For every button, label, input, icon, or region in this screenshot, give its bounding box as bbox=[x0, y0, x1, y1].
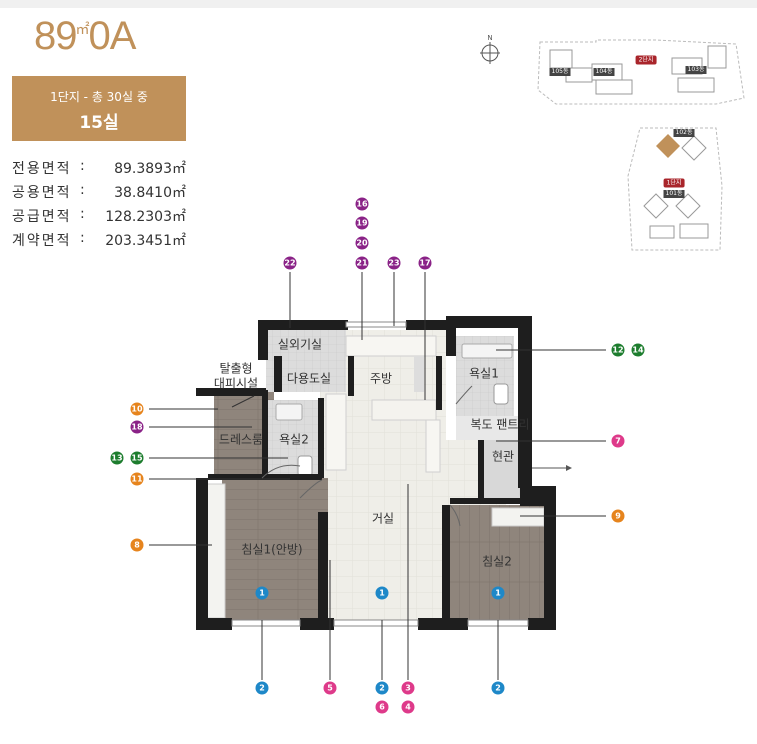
marker-17: 17 bbox=[418, 256, 432, 270]
marker-1-living: 1 bbox=[375, 586, 389, 600]
marker-20: 20 bbox=[355, 236, 369, 250]
room-bath1: 욕실1 bbox=[469, 366, 499, 381]
room-bedroom1: 침실1(안방) bbox=[241, 542, 303, 557]
area-label: 전용면적 bbox=[12, 161, 72, 177]
area-label: 공용면적 bbox=[12, 185, 72, 201]
room-pantry: 복도 팬트리 bbox=[470, 417, 530, 432]
complex2-label: 2단지 bbox=[635, 55, 657, 65]
compass-icon: N bbox=[480, 34, 500, 64]
site-map-complex1-outline bbox=[627, 127, 723, 251]
site-map-complex1: 102동 1단지 101동 bbox=[626, 126, 736, 260]
marker-3: 3 bbox=[401, 681, 415, 695]
marker-10: 10 bbox=[130, 402, 144, 416]
top-bar bbox=[0, 0, 757, 8]
area-sep: : bbox=[80, 158, 85, 174]
marker-13: 13 bbox=[110, 451, 124, 465]
area-table: 전용면적 : 89.3893㎡ 공용면적 : 38.8410㎡ 공급면적 : 1… bbox=[12, 158, 186, 254]
complex-info-box: 1단지 - 총 30실 중 15실 bbox=[12, 76, 186, 141]
leader-lines bbox=[149, 272, 606, 680]
marker-11: 11 bbox=[130, 472, 144, 486]
marker-16: 16 bbox=[355, 197, 369, 211]
site-map-complex2: 105동 104동 103동 2단지 bbox=[536, 38, 746, 112]
bldg-101-label: 101동 bbox=[663, 190, 685, 198]
area-value: 203.3451㎡ bbox=[105, 233, 186, 249]
area-row-exclusive: 전용면적 : 89.3893㎡ bbox=[12, 158, 186, 182]
marker-2-c: 2 bbox=[491, 681, 505, 695]
entrance-floor bbox=[484, 440, 520, 498]
type-unit: ㎡ bbox=[75, 21, 90, 37]
unit-type-title: 89㎡0A bbox=[34, 14, 137, 58]
room-evac-line1: 탈출형 bbox=[219, 361, 253, 376]
area-sep: : bbox=[80, 206, 85, 222]
room-evac-line2: 대피시설 bbox=[213, 376, 259, 391]
room-bath2: 욕실2 bbox=[279, 432, 309, 447]
area-sep: : bbox=[80, 182, 85, 198]
marker-9: 9 bbox=[611, 509, 625, 523]
marker-15: 15 bbox=[130, 451, 144, 465]
marker-1-bedroom2: 1 bbox=[491, 586, 505, 600]
marker-18: 18 bbox=[130, 420, 144, 434]
area-row-common: 공용면적 : 38.8410㎡ bbox=[12, 182, 186, 206]
marker-12: 12 bbox=[611, 343, 625, 357]
room-utility: 다용도실 bbox=[286, 371, 332, 386]
type-suffix: 0A bbox=[88, 14, 137, 58]
marker-8: 8 bbox=[130, 538, 144, 552]
complex-info: 1단지 - 총 30실 중 bbox=[50, 90, 148, 104]
room-dressroom: 드레스룸 bbox=[218, 432, 264, 447]
bedroom1-floor bbox=[222, 478, 328, 622]
marker-2-b: 2 bbox=[375, 681, 389, 695]
marker-22: 22 bbox=[283, 256, 297, 270]
bldg-104-label: 104동 bbox=[593, 68, 615, 76]
area-row-supply: 공급면적 : 128.2303㎡ bbox=[12, 206, 186, 230]
unit-count: 15실 bbox=[79, 113, 119, 133]
marker-6: 6 bbox=[375, 700, 389, 714]
area-value: 128.2303㎡ bbox=[105, 209, 186, 225]
area-label: 계약면적 bbox=[12, 233, 72, 249]
room-kitchen: 주방 bbox=[369, 371, 393, 386]
marker-19: 19 bbox=[355, 216, 369, 230]
room-living: 거실 bbox=[371, 511, 395, 526]
bldg-103-label: 103동 bbox=[685, 66, 707, 74]
marker-1-bedroom1: 1 bbox=[255, 586, 269, 600]
north-label: N bbox=[487, 34, 492, 42]
area-value: 89.3893㎡ bbox=[114, 161, 186, 177]
marker-23: 23 bbox=[387, 256, 401, 270]
area-value: 38.8410㎡ bbox=[114, 185, 186, 201]
bldg-105-label: 105동 bbox=[549, 68, 571, 76]
area-row-contract: 계약면적 : 203.3451㎡ bbox=[12, 230, 186, 254]
room-bedroom2: 침실2 bbox=[482, 554, 512, 569]
area-label: 공급면적 bbox=[12, 209, 72, 225]
room-outdoor-unit: 실외기실 bbox=[277, 337, 323, 352]
marker-5: 5 bbox=[323, 681, 337, 695]
complex1-label: 1단지 bbox=[663, 178, 685, 188]
marker-4: 4 bbox=[401, 700, 415, 714]
marker-2-a: 2 bbox=[255, 681, 269, 695]
marker-14: 14 bbox=[631, 343, 645, 357]
area-sep: : bbox=[80, 230, 85, 246]
room-entrance: 현관 bbox=[491, 449, 515, 464]
bldg-102-label: 102동 bbox=[673, 129, 695, 137]
walls bbox=[196, 316, 556, 630]
marker-7: 7 bbox=[611, 434, 625, 448]
marker-21: 21 bbox=[355, 256, 369, 270]
type-number: 89 bbox=[34, 14, 77, 58]
